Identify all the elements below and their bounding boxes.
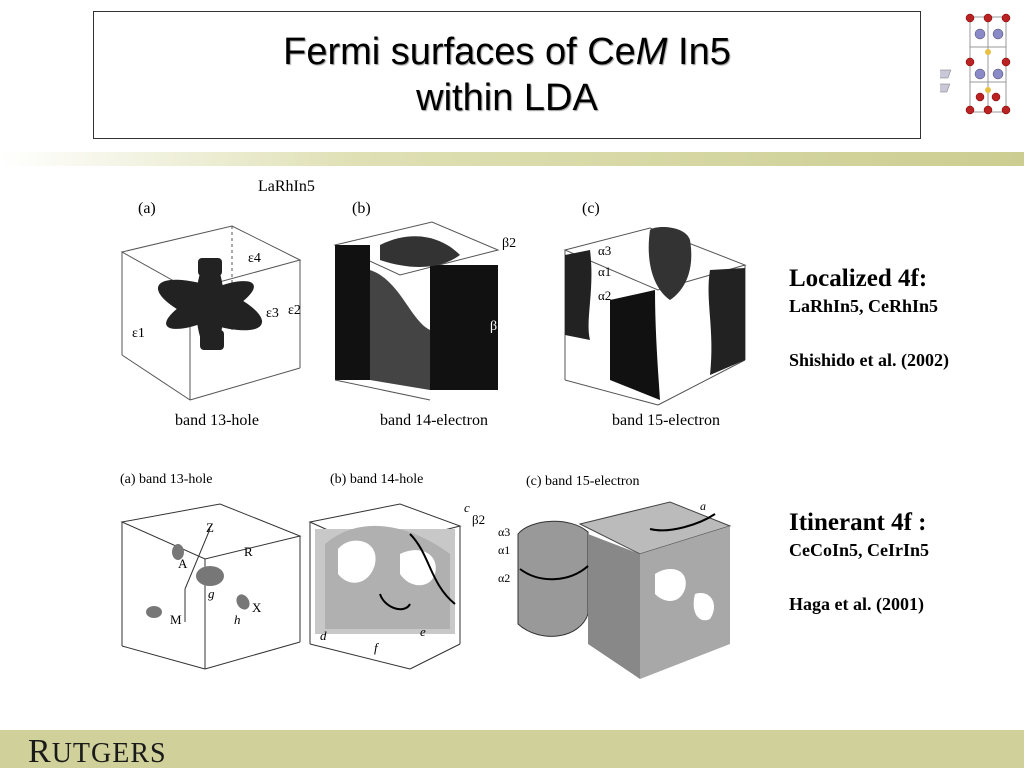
rutgers-logo: RUTGERS — [28, 733, 167, 771]
itinerant-compounds: CeCoIn5, CeIrIn5 — [789, 540, 930, 560]
label-Z: Z — [206, 520, 214, 535]
localized-heading: Localized 4f: — [789, 265, 928, 292]
label-alpha1-bottom: α1 — [498, 543, 510, 557]
title-text-pre: Fermi surfaces of Ce — [283, 31, 636, 73]
bottom-panel-a-pockets — [146, 544, 250, 618]
logo-initial: R — [28, 733, 52, 770]
panel-tag-c: (c) — [582, 200, 600, 217]
logo-rest: UTGERS — [51, 738, 167, 769]
label-f: f — [374, 640, 380, 655]
label-e: e — [420, 624, 426, 639]
localized-compounds: LaRhIn5, CeRhIn5 — [789, 296, 939, 316]
label-X: X — [252, 600, 262, 615]
panel-tag-a: (a) — [138, 200, 156, 217]
label-R: R — [244, 544, 253, 559]
panel-tag-b: (b) — [352, 200, 371, 217]
footer-bar — [0, 730, 1024, 768]
compound-label: LaRhIn5 — [258, 178, 315, 195]
itinerant-section: Itinerant 4f : CeCoIn5, CeIrIn5 Haga et … — [789, 508, 929, 616]
panel-c-box — [563, 227, 747, 406]
label-alpha1: α1 — [598, 264, 611, 279]
label-g: g — [208, 586, 215, 601]
title-text-post: In5 — [667, 31, 731, 73]
label-beta2-bottom: β2 — [472, 512, 485, 527]
label-a: a — [700, 499, 706, 513]
caption-band13-hole: band 13-hole — [175, 412, 259, 429]
label-alpha2: α2 — [598, 288, 611, 303]
title-box: Fermi surfaces of CeM In5 within LDA — [93, 11, 921, 139]
localized-section: Localized 4f: LaRhIn5, CeRhIn5 Shishido … — [789, 264, 949, 372]
label-alpha2-bottom: α2 — [498, 571, 510, 585]
panel-a-fermi-surface — [157, 258, 263, 350]
top-figure: LaRhIn5 (a) (b) (c) — [110, 170, 760, 440]
caption-band15-electron: band 15-electron — [612, 412, 720, 429]
slide-title-line2: within LDA — [416, 77, 598, 119]
panel-b-box — [333, 221, 500, 401]
label-alpha3-bottom: α3 — [498, 525, 510, 539]
label-alpha3: α3 — [598, 243, 611, 258]
label-beta2: β2 — [502, 236, 516, 251]
title-text-italic: M — [635, 31, 668, 73]
bottom-figure-drawing: Z R A g M h X c β2 d f e — [120, 499, 732, 679]
itinerant-reference: Haga et al. (2001) — [789, 594, 924, 614]
top-figure-drawing: ε4 ε3 ε2 ε1 β2 β1 α3 α1 α2 — [120, 221, 747, 406]
label-eps4: ε4 — [248, 251, 261, 266]
label-c: c — [464, 500, 470, 515]
label-eps1: ε1 — [132, 326, 145, 341]
crystal-structure-logo — [940, 13, 1011, 115]
localized-reference: Shishido et al. (2002) — [789, 350, 950, 370]
caption-band14-electron: band 14-electron — [380, 412, 488, 429]
label-eps3: ε3 — [266, 306, 279, 321]
bottom-figure: (a) band 13-hole (b) band 14-hole (c) ba… — [110, 466, 750, 696]
decorative-band — [0, 152, 1024, 166]
slide-title-line1: Fermi surfaces of CeM In5 — [283, 29, 731, 75]
caption-bottom-b: (b) band 14-hole — [330, 472, 424, 487]
label-d: d — [320, 628, 327, 643]
bottom-panel-b — [308, 503, 462, 670]
label-beta1: β1 — [490, 319, 504, 334]
bottom-panel-c — [517, 501, 732, 679]
label-eps2: ε2 — [288, 303, 301, 318]
label-M: M — [170, 612, 182, 627]
caption-bottom-a: (a) band 13-hole — [120, 472, 213, 487]
caption-bottom-c: (c) band 15-electron — [526, 474, 640, 489]
label-h: h — [234, 612, 241, 627]
label-A: A — [178, 556, 188, 571]
itinerant-heading: Itinerant 4f : — [789, 509, 927, 536]
